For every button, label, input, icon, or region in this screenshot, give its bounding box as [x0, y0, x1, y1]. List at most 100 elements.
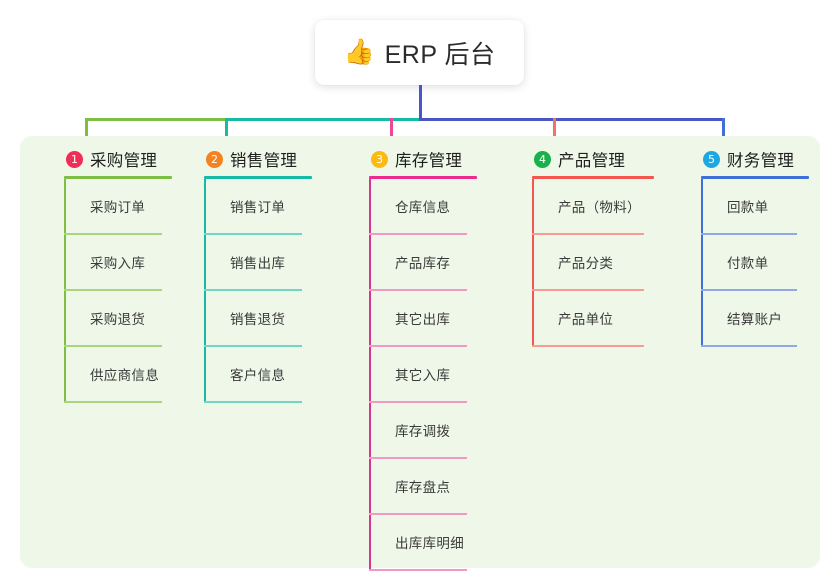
menu-item-label: 供应商信息: [90, 368, 159, 383]
connector-bus-mid: [225, 118, 422, 121]
menu-item[interactable]: 仓库信息: [369, 179, 497, 235]
menu-item-rule: [64, 233, 162, 235]
menu-item-label: 其它入库: [395, 368, 451, 383]
menu-item-label: 产品分类: [558, 256, 614, 271]
column-spine-1: [64, 179, 66, 403]
menu-item-label: 产品库存: [395, 256, 451, 271]
menu-item-label: 结算账户: [727, 312, 783, 327]
column-spine-5: [701, 179, 703, 347]
menu-item-label: 销售出库: [230, 256, 286, 271]
column-header-5[interactable]: 5 财务管理: [701, 142, 821, 176]
menu-item[interactable]: 产品（物料）: [532, 179, 672, 235]
column-spine-2: [204, 179, 206, 403]
menu-item-rule: [369, 569, 467, 571]
connector-drop-3: [390, 118, 393, 139]
connector-drop-2: [225, 118, 228, 139]
menu-item-rule: [701, 345, 797, 347]
menu-item-rule: [369, 513, 467, 515]
menu-item-rule: [369, 345, 467, 347]
menu-item[interactable]: 产品库存: [369, 235, 497, 291]
connector-bus-right: [419, 118, 725, 121]
column-body-2: 销售订单销售出库销售退货客户信息: [204, 179, 332, 403]
menu-item[interactable]: 销售订单: [204, 179, 332, 235]
menu-item[interactable]: 结算账户: [701, 291, 821, 347]
connector-drop-1: [85, 118, 88, 139]
column-3: 3 库存管理仓库信息产品库存其它出库其它入库库存调拨库存盘点出库库明细: [369, 142, 497, 571]
menu-item-label: 付款单: [727, 256, 769, 271]
column-spine-3: [369, 179, 371, 571]
menu-item-rule: [369, 457, 467, 459]
column-badge-2: 2: [206, 150, 223, 168]
column-badge-4: 4: [534, 150, 551, 168]
menu-item-rule: [369, 233, 467, 235]
column-body-1: 采购订单采购入库采购退货供应商信息: [64, 179, 192, 403]
menu-item[interactable]: 采购退货: [64, 291, 192, 347]
menu-item[interactable]: 库存调拨: [369, 403, 497, 459]
menu-item-label: 采购订单: [90, 200, 146, 215]
menu-item-label: 库存盘点: [395, 480, 451, 495]
menu-item-rule: [204, 289, 302, 291]
connector-drop-5: [722, 118, 725, 139]
menu-item-rule: [701, 289, 797, 291]
menu-item[interactable]: 回款单: [701, 179, 821, 235]
menu-item[interactable]: 产品分类: [532, 235, 672, 291]
menu-item-rule: [64, 345, 162, 347]
menu-item-rule: [204, 401, 302, 403]
menu-item[interactable]: 客户信息: [204, 347, 332, 403]
menu-item-rule: [64, 401, 162, 403]
menu-item-label: 产品（物料）: [558, 200, 641, 215]
menu-item[interactable]: 其它出库: [369, 291, 497, 347]
menu-item[interactable]: 其它入库: [369, 347, 497, 403]
connector-bus-left: [85, 118, 228, 121]
connector-drop-4: [553, 118, 556, 139]
root-title-card[interactable]: 👍 ERP 后台: [315, 20, 524, 85]
menu-item[interactable]: 出库库明细: [369, 515, 497, 571]
menu-item[interactable]: 库存盘点: [369, 459, 497, 515]
menu-item-label: 产品单位: [558, 312, 614, 327]
root-title-inner: 👍 ERP 后台: [343, 35, 495, 71]
column-title-5: 财务管理: [727, 152, 795, 170]
menu-item[interactable]: 采购订单: [64, 179, 192, 235]
menu-item[interactable]: 供应商信息: [64, 347, 192, 403]
column-header-3[interactable]: 3 库存管理: [369, 142, 497, 176]
menu-item-label: 销售订单: [230, 200, 286, 215]
menu-item-label: 采购退货: [90, 312, 146, 327]
menu-item[interactable]: 产品单位: [532, 291, 672, 347]
column-badge-3: 3: [371, 150, 388, 168]
menu-item-label: 客户信息: [230, 368, 286, 383]
menu-item-rule: [532, 345, 644, 347]
menu-item-rule: [701, 233, 797, 235]
menu-item-rule: [204, 345, 302, 347]
column-title-2: 销售管理: [230, 152, 298, 170]
menu-item-label: 仓库信息: [395, 200, 451, 215]
column-rule-3: [369, 176, 477, 179]
menu-item[interactable]: 付款单: [701, 235, 821, 291]
column-title-1: 采购管理: [90, 152, 158, 170]
column-badge-5: 5: [703, 150, 720, 168]
column-rule-1: [64, 176, 172, 179]
menu-item-label: 其它出库: [395, 312, 451, 327]
menu-item-rule: [204, 233, 302, 235]
menu-item[interactable]: 销售退货: [204, 291, 332, 347]
column-2: 2 销售管理销售订单销售出库销售退货客户信息: [204, 142, 332, 403]
menu-item-rule: [64, 289, 162, 291]
column-body-5: 回款单付款单结算账户: [701, 179, 821, 347]
column-rule-2: [204, 176, 312, 179]
column-body-3: 仓库信息产品库存其它出库其它入库库存调拨库存盘点出库库明细: [369, 179, 497, 571]
menu-item[interactable]: 销售出库: [204, 235, 332, 291]
menu-item-rule: [369, 289, 467, 291]
menu-item-rule: [532, 233, 644, 235]
menu-item-label: 采购入库: [90, 256, 146, 271]
column-title-3: 库存管理: [395, 152, 463, 170]
menu-item-label: 回款单: [727, 200, 769, 215]
menu-item[interactable]: 采购入库: [64, 235, 192, 291]
menu-item-label: 销售退货: [230, 312, 286, 327]
menu-item-rule: [369, 401, 467, 403]
menu-item-label: 库存调拨: [395, 424, 451, 439]
column-header-2[interactable]: 2 销售管理: [204, 142, 332, 176]
